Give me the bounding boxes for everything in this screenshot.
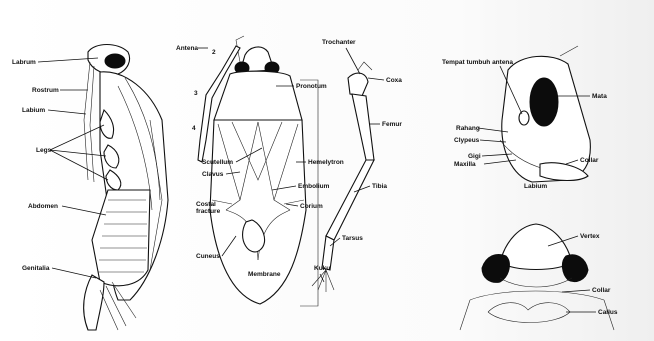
label-labium-right: Labium: [524, 183, 547, 190]
label-corium: Corium: [300, 203, 323, 210]
label-genitalia: Genitalia: [22, 265, 50, 272]
label-pronotum: Pronotum: [296, 83, 327, 90]
label-num3: 3: [194, 90, 198, 97]
label-hemelytron: Hemelytron: [308, 159, 344, 166]
eye-icon: [105, 54, 125, 68]
label-vertex: Vertex: [580, 233, 600, 240]
label-antenna-base: Tempat tumbuh antena: [442, 59, 513, 66]
label-cuneus: Cuneus: [196, 253, 220, 260]
label-rostrum: Rostrum: [32, 87, 59, 94]
lateral-view: [84, 45, 168, 331]
label-femur: Femur: [382, 121, 402, 128]
label-labrum: Labrum: [12, 59, 36, 66]
label-num2: 2: [212, 49, 216, 56]
label-tarsus: Tarsus: [342, 235, 363, 242]
label-num4: 4: [192, 125, 196, 132]
label-costal-fracture: Costal fracture: [196, 201, 221, 215]
label-scutellum: Scutellum: [202, 159, 233, 166]
head-lateral-view: [500, 46, 590, 182]
label-eye: Mata: [592, 93, 607, 100]
label-antenna: Antena: [176, 45, 198, 52]
eye-icon: [482, 255, 509, 283]
eye-icon: [562, 255, 588, 282]
label-claw: Kuku: [314, 265, 330, 272]
label-embolium: Embolium: [298, 183, 330, 190]
label-clypeus: Clypeus: [454, 137, 480, 144]
label-trochanter: Trochanter: [322, 39, 356, 46]
label-labium-left: Labium: [22, 107, 45, 114]
label-legs: Legs: [36, 147, 52, 154]
label-collar: Collar: [580, 157, 599, 164]
label-cheek: Rahang: [456, 125, 480, 132]
label-coxa: Coxa: [386, 77, 402, 84]
label-tibia: Tibia: [372, 183, 387, 190]
label-membrane: Membrane: [248, 271, 281, 278]
label-maxilla: Maxilla: [454, 161, 476, 168]
label-collar-2: Collar: [592, 287, 611, 294]
eye-icon: [530, 78, 558, 126]
label-clavus: Clavus: [202, 171, 224, 178]
label-callus: Callus: [598, 309, 618, 316]
leg-view: [312, 62, 374, 292]
label-abdomen: Abdomen: [28, 203, 58, 210]
label-jaw: Gigi: [468, 153, 481, 160]
